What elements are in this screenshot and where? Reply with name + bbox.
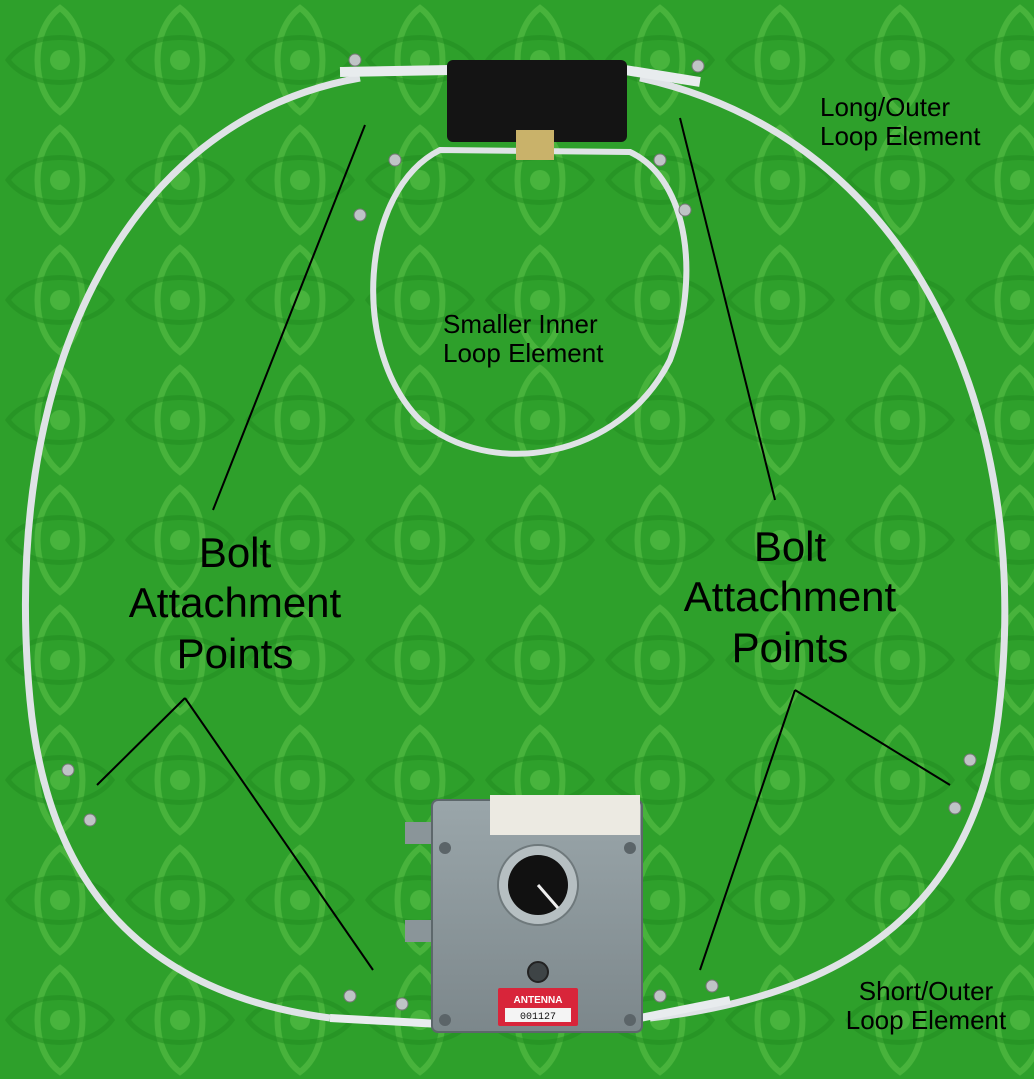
wing-nuts bbox=[61, 53, 977, 1011]
loop-joint-left bbox=[339, 65, 451, 77]
serial-tag-number: 001127 bbox=[520, 1012, 556, 1023]
tuner-box-screw bbox=[439, 1014, 451, 1026]
label-line: Attachment bbox=[683, 573, 897, 621]
label-line: Points bbox=[731, 623, 849, 671]
label-long-outer-loop: Long/Outer Loop Element bbox=[820, 92, 981, 152]
label-line: Long/Outer bbox=[820, 92, 951, 122]
label-line: Smaller Inner bbox=[443, 309, 598, 339]
label-short-outer-loop: Short/Outer Loop Element bbox=[826, 976, 1026, 1036]
loop-bottom-right bbox=[639, 996, 731, 1022]
tuner-box-screw bbox=[439, 842, 451, 854]
label-bolt-attachment-right: Bolt Attachment Points bbox=[665, 522, 915, 673]
label-inner-loop: Smaller Inner Loop Element bbox=[443, 309, 604, 369]
tuner-box-flange-left2 bbox=[405, 920, 435, 942]
serial-tag-brand: ANTENNA bbox=[514, 995, 563, 1006]
tuner-box-screw bbox=[624, 842, 636, 854]
label-bolt-attachment-left: Bolt Attachment Points bbox=[110, 528, 360, 679]
connector bbox=[516, 130, 554, 160]
label-line: Loop Element bbox=[443, 338, 604, 369]
serial-tag-window bbox=[505, 1008, 571, 1022]
loop-bottom-left bbox=[329, 1014, 441, 1028]
toggle-switch bbox=[527, 961, 549, 983]
label-line: Loop Element bbox=[820, 121, 981, 152]
tuner-box-screw bbox=[624, 1014, 636, 1026]
loop-joint-right bbox=[624, 65, 701, 87]
inner-loop-element bbox=[370, 146, 690, 457]
label-line: Points bbox=[176, 629, 294, 677]
label-line: Attachment bbox=[128, 579, 342, 627]
tuner-box-flange-left bbox=[405, 822, 435, 844]
pointer-lines bbox=[96, 117, 951, 971]
label-line: Short/Outer bbox=[858, 976, 994, 1006]
label-line: Bolt bbox=[753, 523, 827, 570]
coupling-box bbox=[447, 60, 627, 142]
label-line: Bolt bbox=[198, 529, 272, 576]
outer-loop-element bbox=[21, 74, 361, 1022]
label-line: Loop Element bbox=[845, 1005, 1007, 1036]
tuner-box-lid bbox=[490, 795, 640, 835]
outer-loop-element-right bbox=[639, 74, 1009, 1022]
tuning-knob-pointer bbox=[536, 884, 560, 909]
